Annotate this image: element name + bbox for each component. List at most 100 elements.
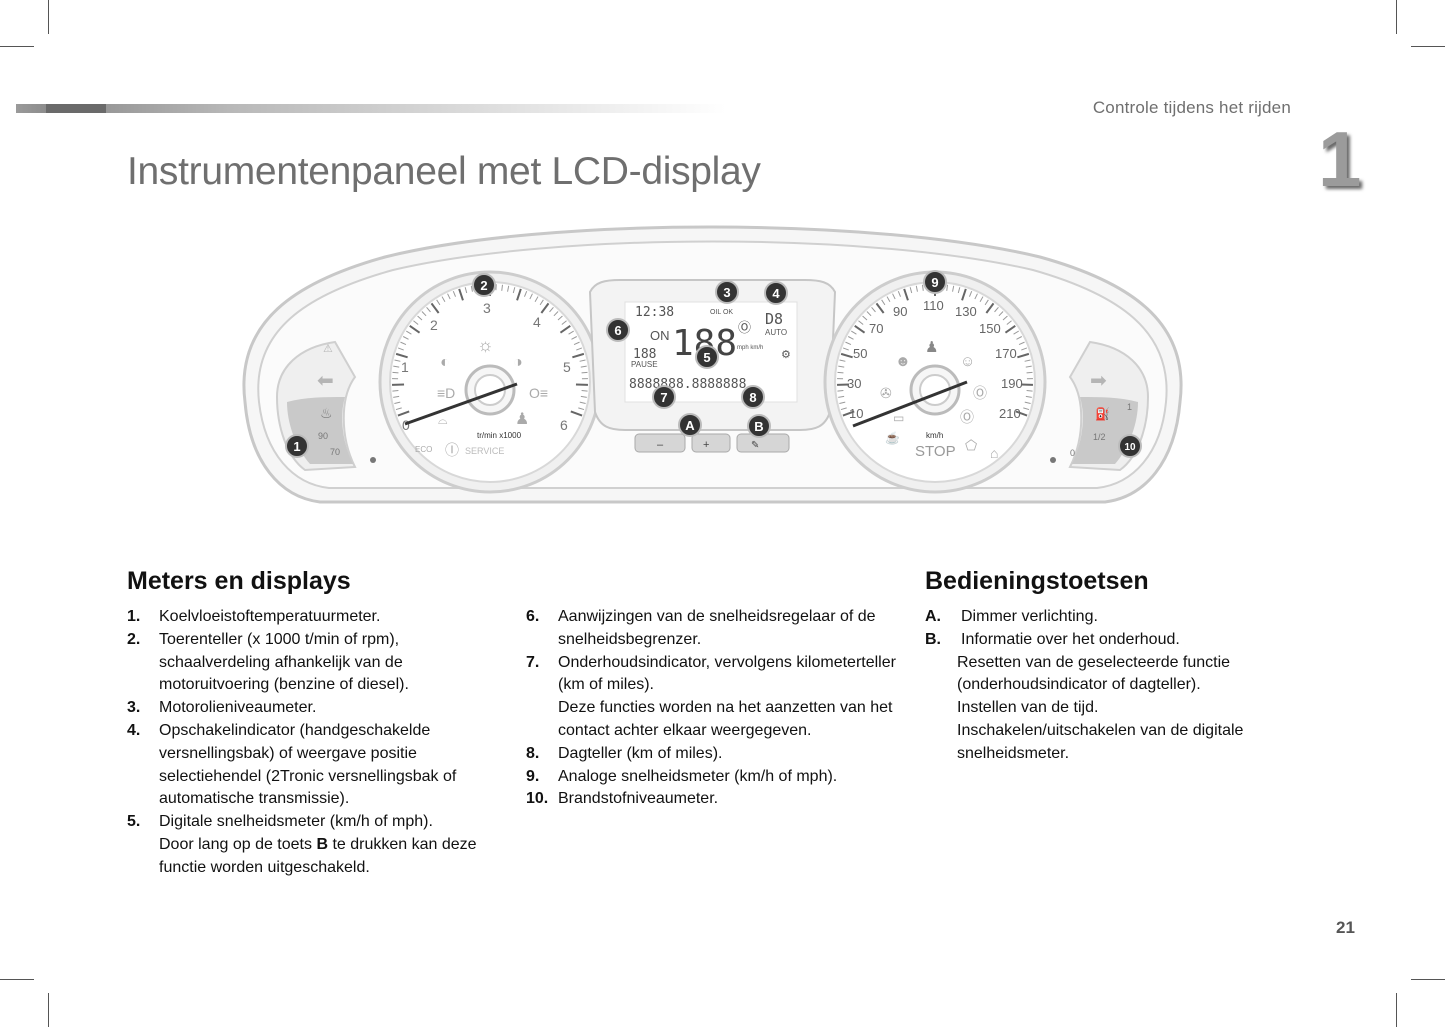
wiper-icon: ⌓	[438, 413, 448, 427]
tach-label: 6	[560, 417, 568, 433]
section-label: Controle tijdens het rijden	[1092, 98, 1291, 117]
oil-pressure-icon: ☕	[885, 430, 900, 445]
coolant-icon: ♨	[320, 405, 333, 421]
instrument-panel-illustration: ⚠ ⬅ ♨ 90 70 0 1 2 3 4 5 6 ◐ ☼ ◑ ≡D O≡ ⌓ …	[242, 225, 1183, 504]
speed-unit: km/h	[926, 431, 943, 440]
controls-heading: Bedieningstoetsen	[925, 567, 1149, 595]
headlight-icon: ◐	[440, 354, 450, 371]
list-item: 1.Koelvloeistoftemperatuurmeter.	[127, 608, 381, 625]
dimmer-plus-label: +	[703, 439, 709, 451]
speed-label: 30	[847, 376, 861, 391]
speed-label: 110	[923, 298, 944, 313]
lcd-pause: PAUSE	[631, 360, 658, 369]
temp-label: 70	[330, 447, 340, 457]
svg-text:2: 2	[480, 278, 487, 293]
dimmer-plus-button	[691, 433, 731, 453]
stop-label: STOP	[915, 443, 956, 460]
callout-b: B	[747, 414, 771, 438]
arrow-left-icon: ⬅	[317, 370, 334, 392]
callout-1: 1	[285, 434, 309, 458]
list-item: A.Dimmer verlichting.	[925, 608, 1098, 625]
eco-label: ECO	[415, 445, 432, 454]
list-item: 6.Aanwijzingen van de snelheidsregelaar …	[526, 608, 876, 648]
tach-unit: tr/min x1000	[477, 431, 522, 440]
callout-2: 2	[472, 273, 496, 297]
sun-icon: ☼	[477, 335, 494, 355]
speed-label: 210	[999, 406, 1021, 421]
door-open-icon: ⬠	[965, 437, 977, 453]
crop-mark	[1411, 979, 1445, 980]
meters-list-left: 1.Koelvloeistoftemperatuurmeter. 2.Toere…	[127, 606, 497, 880]
speed-label: 70	[869, 321, 883, 336]
crop-mark	[48, 0, 49, 34]
svg-text:5: 5	[703, 350, 710, 365]
lcd-unit: mph km/h	[737, 345, 763, 351]
wrench-icon: ✎	[751, 440, 759, 451]
fuel-label: 1/2	[1093, 432, 1106, 442]
speedometer-ticks	[837, 284, 1033, 417]
callout-7: 7	[652, 385, 676, 409]
list-item-continuation: Deze functies worden na het aanzetten va…	[558, 699, 893, 739]
list-item: 4.Opschakelindicator (handgeschakelde ve…	[127, 721, 457, 808]
list-item-continuation: Resetten van de geselecteerde functie (o…	[957, 653, 1231, 694]
callout-a: A	[678, 413, 702, 437]
callout-8: 8	[741, 385, 765, 409]
esp-icon: ✇	[880, 385, 892, 401]
callout-10: 10	[1118, 434, 1142, 458]
list-item: 2.Toerenteller (x 1000 t/min of rpm), sc…	[127, 630, 409, 694]
tach-label: 4	[533, 314, 541, 330]
lcd-clock: 12:38	[635, 305, 674, 320]
crop-mark	[1411, 46, 1445, 47]
speed-label: 50	[853, 346, 867, 361]
svg-text:B: B	[754, 419, 763, 434]
lcd-gear: D8	[765, 310, 783, 328]
foglight-icon: ≡D	[437, 385, 455, 401]
svg-text:4: 4	[772, 286, 780, 301]
svg-text:6: 6	[614, 323, 621, 338]
fuel-label: 1	[1127, 402, 1132, 412]
lcd-brake-icon: Ⓞ	[738, 320, 751, 335]
lcd-engine-icon: ⚙	[781, 349, 791, 361]
meters-list-right: 6.Aanwijzingen van de snelheidsregelaar …	[526, 606, 896, 811]
crop-mark	[48, 993, 49, 1027]
tachometer-ticks	[392, 284, 588, 417]
tach-label: 5	[563, 359, 571, 375]
passenger-airbag-icon: ☺	[960, 353, 975, 370]
highbeam-icon: ◑	[513, 354, 523, 371]
lcd-oil: OIL OK	[710, 309, 733, 316]
svg-text:3: 3	[723, 285, 730, 300]
page-title: Instrumentenpaneel met LCD-display	[127, 150, 761, 193]
callout-3: 3	[715, 280, 739, 304]
battery-icon: ▭	[893, 411, 904, 425]
list-item: 8.Dagteller (km of miles).	[526, 744, 723, 762]
svg-text:10: 10	[1124, 442, 1136, 453]
list-item: 3.Motorolieniveaumeter.	[127, 699, 317, 717]
speed-label: 90	[893, 304, 907, 319]
list-item: 5.Digitale snelheidsmeter (km/h of mph).	[127, 813, 433, 831]
lcd-auto: AUTO	[765, 328, 787, 337]
brake-warning-icon: Ⓞ	[973, 385, 987, 401]
speed-label: 190	[1001, 376, 1023, 391]
temp-label: 90	[318, 431, 328, 441]
meters-heading: Meters en displays	[127, 567, 351, 595]
crop-mark	[0, 46, 34, 47]
speed-label: 10	[849, 406, 863, 421]
chapter-number: 1	[1318, 115, 1362, 203]
tach-label: 2	[430, 317, 438, 333]
service-label: SERVICE	[465, 446, 504, 456]
page-number: 21	[1336, 918, 1355, 937]
tach-label: 3	[483, 300, 491, 316]
crop-mark	[0, 979, 34, 980]
svg-text:9: 9	[931, 275, 938, 290]
fuel-icon: ⛽	[1095, 407, 1110, 421]
callout-4: 4	[764, 281, 788, 305]
seatbelt-icon: ♟	[515, 411, 529, 428]
engine-check-icon: ⌂	[990, 445, 998, 461]
rear-fog-icon: O≡	[529, 385, 548, 401]
fuel-label: 0	[1070, 448, 1075, 458]
list-item: B.Informatie over het onderhoud.	[925, 630, 1180, 648]
tire-pressure-icon: Ⓘ	[445, 442, 459, 458]
seatbelt-warning-icon: ♟	[925, 339, 938, 356]
controls-list: A.Dimmer verlichting. B.Informatie over …	[925, 606, 1285, 766]
crop-mark	[1396, 993, 1397, 1027]
